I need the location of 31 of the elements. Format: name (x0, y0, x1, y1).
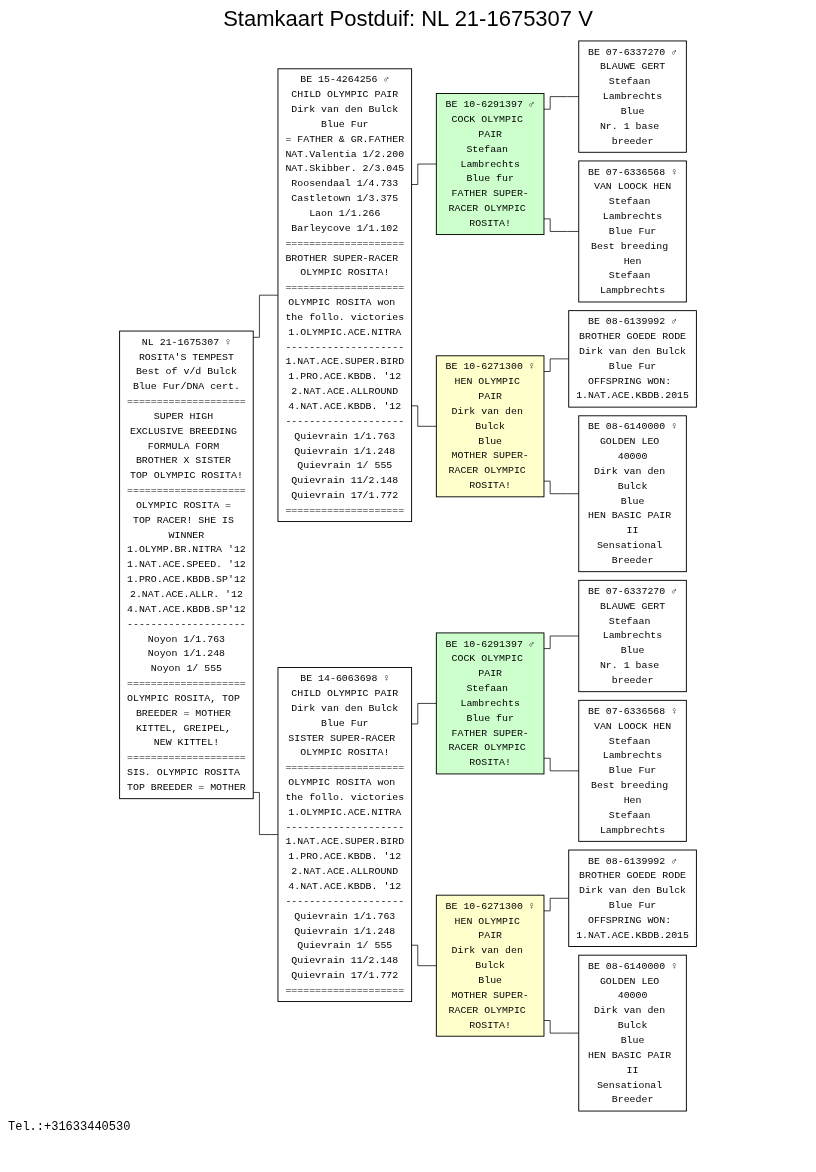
connector (411, 944, 437, 967)
connector (543, 897, 570, 912)
connector (543, 635, 580, 649)
contact-note: Tel.:+31633440530 (8, 1120, 132, 1134)
connector (411, 703, 437, 725)
connector (543, 96, 580, 110)
connector (543, 218, 580, 232)
node-box: BE 07-6336568 ♀ VAN LOOCK HEN Stefaan Lambrechts Blue Fur Best breeding Hen Stefaan Lampbrechts (578, 160, 687, 303)
node-box: BE 10-6271300 ♀ HEN OLYMPIC PAIR Dirk van den Bulck Blue MOTHER SUPER-RACER OLYMPIC ROSITA! (435, 355, 545, 498)
node-box: BE 07-6337270 ♂ BLAUWE GERT Stefaan Lambrechts Blue Nr. 1 base breeder (578, 579, 687, 693)
node-box: BE 10-6291397 ♂ COCK OLYMPIC PAIR Stefaan Lambrechts Blue fur FATHER SUPER-RACER OLYMPIC ROSITA! (435, 632, 545, 775)
node-box: BE 07-6337270 ♂ BLAUWE GERT Stefaan Lambrechts Blue Nr. 1 base breeder (578, 40, 687, 153)
connector (543, 480, 580, 495)
connector (543, 1020, 580, 1034)
node-box: BE 10-6271300 ♀ HEN OLYMPIC PAIR Dirk van den Bulck Blue MOTHER SUPER-RACER OLYMPIC ROSITA! (435, 894, 545, 1037)
node-box: BE 08-6140000 ♀ GOLDEN LEO 40000 Dirk van den Bulck Blue HEN BASIC PAIR II Sensational Breeder (578, 954, 687, 1112)
connector (543, 358, 570, 372)
node-box: BE 08-6139992 ♂ BROTHER GOEDE RODE Dirk van den Bulck Blue Fur OFFSPRING WON: 1.NAT.ACE.KBDB.2015 (568, 310, 697, 408)
connector (252, 792, 279, 835)
node-box: BE 07-6336568 ♀ VAN LOOCK HEN Stefaan Lambrechts Blue Fur Best breeding Hen Stefaan Lampbrechts (578, 699, 687, 842)
node-box: BE 14-6063698 ♀ CHILD OLYMPIC PAIR Dirk van den Bulck Blue Fur SISTER SUPER-RACER OLYMPIC ROSITA! ==================== OLYMPIC ROSITA won the follo. victories 1.OLYMPIC.ACE.NITRA -------------------- 1.NAT.ACE.SUPER.BIRD 1.PRO.ACE.KBDB. '12 2.NAT.ACE.ALLROUND 4.NAT.ACE.KBDB. '12 -------------------- Quievrain 1/1.763 Quievrain 1/1.248 Quievrain 1/ 555 Quievrain 11/2.148 Quievrain 17/1.772 ==================== (277, 667, 413, 1003)
node-box: BE 10-6291397 ♂ COCK OLYMPIC PAIR Stefaan Lambrechts Blue fur FATHER SUPER-RACER OLYMPIC ROSITA! (435, 93, 545, 236)
node-box: BE 08-6139992 ♂ BROTHER GOEDE RODE Dirk van den Bulck Blue Fur OFFSPRING WON: 1.NAT.ACE.KBDB.2015 (568, 849, 697, 947)
node-box: BE 08-6140000 ♀ GOLDEN LEO 40000 Dirk van den Bulck Blue HEN BASIC PAIR II Sensational Breeder (578, 415, 687, 573)
connector (411, 163, 437, 185)
node-box: BE 15-4264256 ♂ CHILD OLYMPIC PAIR Dirk van den Bulck Blue Fur = FATHER & GR.FATHER NAT.Valentia 1/2.200 NAT.Skibber. 2/3.045 Roosendaal 1/4.733 Castletown 1/3.375 Laon 1/1.266 Barleycove 1/1.102 ==================== BROTHER SUPER-RACER OLYMPIC ROSITA! ==================== OLYMPIC ROSITA won the follo. victories 1.OLYMPIC.ACE.NITRA -------------------- 1.NAT.ACE.SUPER.BIRD 1.PRO.ACE.KBDB. '12 2.NAT.ACE.ALLROUND 4.NAT.ACE.KBDB. '12 -------------------- Quievrain 1/1.763 Quievrain 1/1.248 Quievrain 1/ 555 Quievrain 11/2.148 Quievrain 17/1.772 ==================== (277, 68, 413, 523)
connector (411, 405, 437, 427)
connector (252, 294, 279, 338)
title: Stamkaart Postduif: NL 21-1675307 V (222, 6, 594, 32)
node-box: NL 21-1675307 ♀ ROSITA'S TEMPEST Best of v/d Bulck Blue Fur/DNA cert. ==================== SUPER HIGH EXCLUSIVE BREEDING FORMULA FORM BROTHER X SISTER TOP OLYMPIC ROSITA! ==================== OLYMPIC ROSITA = TOP RACER! SHE IS WINNER 1.OLYMP.BR.NITRA '12 1.NAT.ACE.SPEED. '12 1.PRO.ACE.KBDB.SP'12 2.NAT.ACE.ALLR. '12 4.NAT.ACE.KBDB.SP'12 -------------------- Noyon 1/1.763 Noyon 1/1.248 Noyon 1/ 555 ==================== OLYMPIC ROSITA, TOP BREEDER = MOTHER KITTEL, GREIPEL, NEW KITTEL! ==================== SIS. OLYMPIC ROSITA TOP BREEDER = MOTHER (119, 330, 254, 800)
connector (543, 757, 580, 772)
